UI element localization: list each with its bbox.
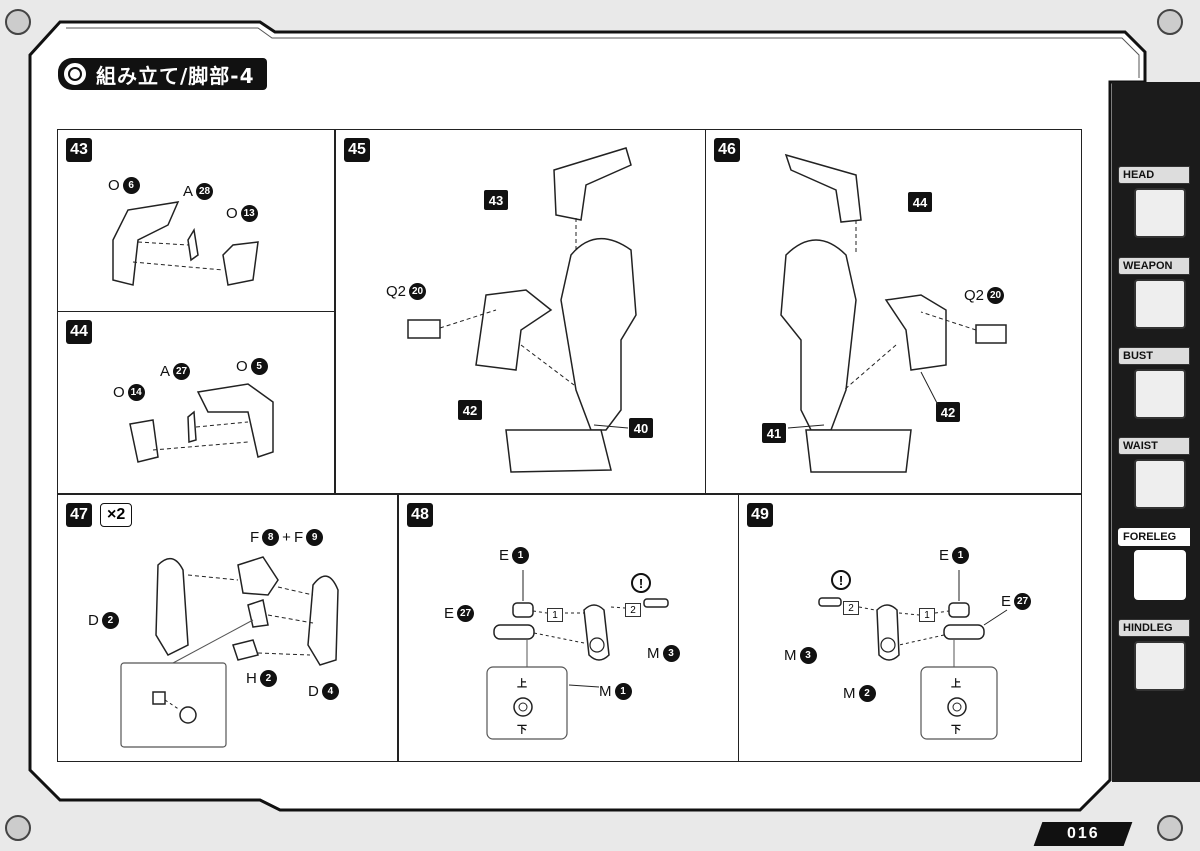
orientation-top-label: 上	[951, 679, 961, 690]
sidebar-item-waist[interactable]: WAIST	[1118, 437, 1190, 509]
sidebar-item-label: HINDLEG	[1118, 619, 1190, 637]
sidebar-item-weapon[interactable]: WEAPON	[1118, 257, 1190, 329]
parts-diagram	[486, 570, 669, 740]
sidebar-item-label: FORELEG	[1118, 528, 1190, 546]
page-title: 組み立て/脚部-4	[96, 63, 255, 88]
foreleg-icon	[1134, 550, 1186, 600]
sidebar-item-foreleg[interactable]: FORELEG	[1118, 528, 1190, 600]
step-reference-tag: 44	[908, 192, 932, 212]
hindleg-icon	[1134, 641, 1186, 691]
orientation-bottom-label: 下	[517, 725, 527, 736]
step-47-panel: 47 ×2 F8 + F9 D2 H2 D4 D24 F7	[57, 494, 398, 762]
sequence-marker: 2	[625, 603, 641, 617]
step-reference-tag: 43	[484, 190, 508, 210]
weapon-icon	[1134, 279, 1186, 329]
step-reference-tag: 41	[762, 423, 786, 443]
step-number: 45	[344, 138, 370, 162]
sidebar-item-head[interactable]: HEAD	[1118, 166, 1190, 238]
page-title-bar: 組み立て/脚部-4	[58, 58, 267, 90]
step-number: 49	[747, 503, 773, 527]
orientation-bottom-label: 下	[951, 725, 961, 736]
sequence-marker: 1	[547, 608, 563, 622]
parts-diagram	[112, 201, 259, 286]
waist-icon	[1134, 459, 1186, 509]
step-reference-tag: 42	[936, 402, 960, 422]
wrench-icon	[62, 61, 88, 87]
sidebar-item-label: BUST	[1118, 347, 1190, 365]
caution-icon: !	[831, 570, 851, 590]
sidebar-item-bust[interactable]: BUST	[1118, 347, 1190, 419]
step-number: 43	[66, 138, 92, 162]
parts-diagram	[129, 383, 274, 463]
step-reference-tag: 42	[458, 400, 482, 420]
sidebar-item-hindleg[interactable]: HINDLEG	[1118, 619, 1190, 691]
leg-assembly-diagram	[407, 147, 637, 473]
sidebar-item-label: WEAPON	[1118, 257, 1190, 275]
quantity-multiplier: ×2	[100, 503, 133, 527]
head-icon	[1134, 188, 1186, 238]
sequence-marker: 1	[919, 608, 935, 622]
caution-icon: !	[631, 573, 651, 593]
step-number: 47	[66, 503, 92, 527]
leg-assembly-diagram	[780, 153, 1007, 473]
parts-diagram	[120, 556, 339, 748]
step-number: 44	[66, 320, 92, 344]
parts-diagram	[818, 570, 1008, 740]
sequence-marker: 2	[843, 601, 859, 615]
step-number: 46	[714, 138, 740, 162]
page-number: 016	[1033, 822, 1133, 846]
bust-icon	[1134, 369, 1186, 419]
sidebar-item-label: HEAD	[1118, 166, 1190, 184]
sidebar-item-label: WAIST	[1118, 437, 1190, 455]
step-number: 48	[407, 503, 433, 527]
step-reference-tag: 40	[629, 418, 653, 438]
orientation-top-label: 上	[517, 679, 527, 690]
